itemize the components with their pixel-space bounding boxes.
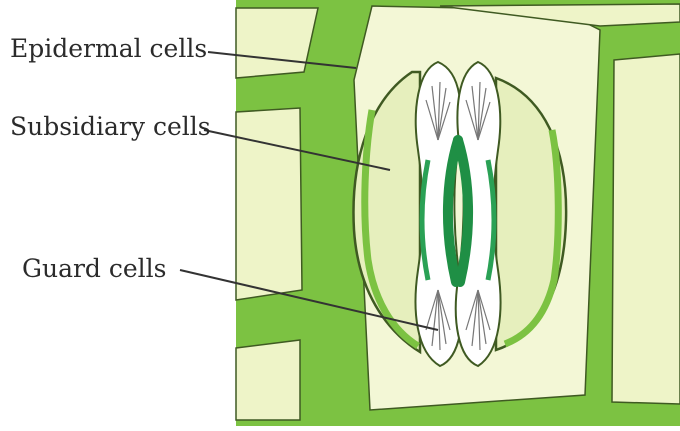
label-guard-cells: Guard cells	[22, 256, 167, 281]
epidermal-cell	[612, 54, 680, 404]
epidermal-cell	[236, 8, 318, 78]
label-epidermal-cells: Epidermal cells	[10, 36, 207, 61]
epidermal-cell	[236, 108, 302, 300]
label-subsidiary-cells: Subsidiary cells	[10, 114, 211, 139]
epidermal-cell	[236, 340, 300, 420]
